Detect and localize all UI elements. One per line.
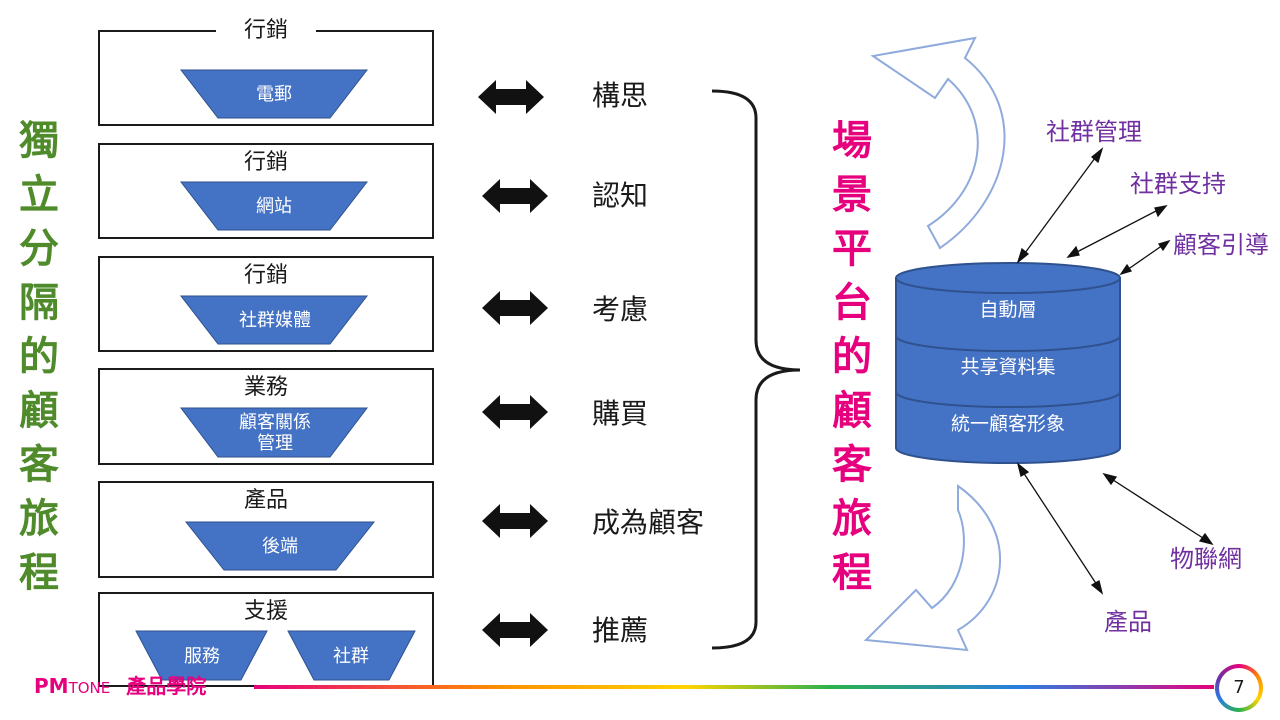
left-title-char: 分 xyxy=(19,226,59,272)
curly-brace xyxy=(711,89,801,650)
left-title: 獨立分隔的顧客旅程 xyxy=(14,114,64,600)
brand-academy: 產品學院 xyxy=(126,674,207,698)
trapezoid-crm xyxy=(179,407,369,458)
platform-label-community-support: 社群支持 xyxy=(1130,170,1226,198)
dept-label: 支援 xyxy=(215,599,316,624)
trapezoid-social-media xyxy=(179,295,369,345)
page-number: 7 xyxy=(1219,668,1259,708)
left-title-char: 獨 xyxy=(19,118,59,164)
db-layer-unified-profile: 統一顧客形象 xyxy=(950,413,1065,435)
item-label-website: 網站 xyxy=(256,196,292,217)
center-title: 場景平台的顧客旅程 xyxy=(827,114,877,600)
connector-product xyxy=(1022,471,1098,586)
double-arrow-icon xyxy=(482,504,548,538)
stage-awareness: 認知 xyxy=(592,179,649,212)
double-arrow-icon xyxy=(482,179,548,213)
dept-label: 產品 xyxy=(215,488,316,513)
center-title-char: 顧 xyxy=(832,388,872,434)
center-title-char: 的 xyxy=(832,334,872,380)
dept-box-marketing-website: 行銷 xyxy=(98,143,434,239)
platform-label-iot: 物聯網 xyxy=(1170,545,1242,573)
stage-purchase: 購買 xyxy=(592,397,649,430)
database-cylinder xyxy=(895,262,1121,464)
double-arrow-icon xyxy=(482,395,548,429)
stage-consideration: 考慮 xyxy=(592,293,649,326)
left-title-char: 旅 xyxy=(19,496,59,542)
trapezoid-community xyxy=(287,630,416,681)
trapezoid-website xyxy=(179,181,369,231)
item-label-crm: 顧客關係 管理 xyxy=(239,412,311,454)
connector-community-support xyxy=(1074,209,1159,254)
dept-label: 業務 xyxy=(215,375,316,400)
dept-label: 行銷 xyxy=(215,263,316,288)
center-title-char: 旅 xyxy=(832,496,872,542)
db-layer-shared-data: 共享資料集 xyxy=(960,356,1056,378)
connector-iot xyxy=(1109,477,1207,541)
item-label-social-media: 社群媒體 xyxy=(239,310,311,331)
trapezoid-email xyxy=(179,69,369,119)
double-arrow-icon xyxy=(478,80,544,114)
db-layer-automation: 自動層 xyxy=(979,299,1037,321)
left-title-char: 客 xyxy=(19,442,59,488)
connector-community-mgmt xyxy=(1024,157,1096,254)
dept-label: 行銷 xyxy=(215,18,316,43)
center-title-char: 平 xyxy=(832,226,872,272)
trapezoid-service xyxy=(135,630,268,681)
item-label-service: 服務 xyxy=(184,646,220,667)
center-title-char: 場 xyxy=(832,118,872,164)
dept-box-marketing-email: 行銷 xyxy=(98,18,434,126)
brand-pm: PM xyxy=(34,674,69,698)
curved-arrow-top xyxy=(870,36,1006,250)
item-label-email: 電郵 xyxy=(256,84,292,105)
dept-label: 行銷 xyxy=(215,150,316,175)
item-label-community: 社群 xyxy=(333,646,369,667)
trapezoid-backend xyxy=(184,521,376,571)
footer-rainbow-line xyxy=(254,685,1214,689)
platform-label-customer-guidance: 顧客引導 xyxy=(1173,231,1269,259)
footer-brand-logo: PMTONE 產品學院 xyxy=(34,674,206,700)
left-title-char: 顧 xyxy=(19,388,59,434)
connector-customer-guidance xyxy=(1126,244,1164,271)
center-title-char: 程 xyxy=(832,550,872,596)
left-title-char: 程 xyxy=(19,550,59,596)
dept-box-sales: 業務 xyxy=(98,368,434,465)
dept-box-product: 產品 xyxy=(98,481,434,578)
item-label-backend: 後端 xyxy=(262,536,298,557)
platform-label-product: 產品 xyxy=(1104,608,1152,636)
left-title-char: 隔 xyxy=(19,280,59,326)
left-title-char: 的 xyxy=(19,334,59,380)
center-title-char: 景 xyxy=(832,172,872,218)
curved-arrow-bottom xyxy=(863,484,1002,652)
center-title-char: 台 xyxy=(832,280,872,326)
double-arrow-icon xyxy=(482,291,548,325)
platform-label-community-mgmt: 社群管理 xyxy=(1046,118,1142,146)
stage-become-customer: 成為顧客 xyxy=(592,506,705,539)
page-number-badge: 7 xyxy=(1215,664,1263,712)
double-arrow-icon xyxy=(482,613,548,647)
dept-box-marketing-social: 行銷 xyxy=(98,256,434,352)
left-title-char: 立 xyxy=(19,172,59,218)
stage-ideation: 構思 xyxy=(592,79,649,112)
center-title-char: 客 xyxy=(832,442,872,488)
brand-tone: TONE xyxy=(68,679,111,697)
stage-referral: 推薦 xyxy=(592,614,649,647)
